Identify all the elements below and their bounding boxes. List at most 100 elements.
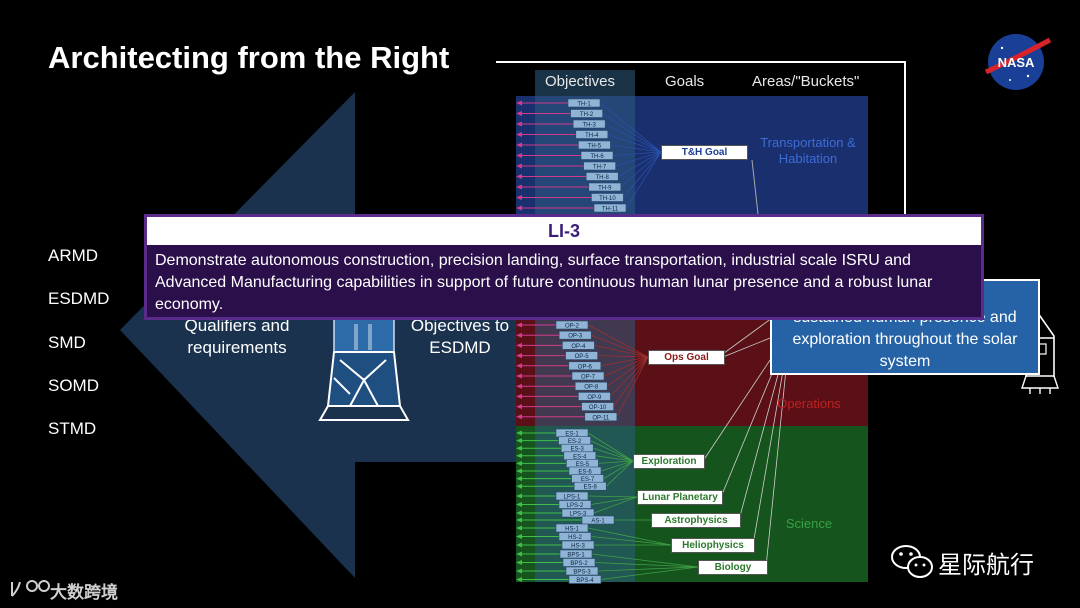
wechat-account-label: 星际航行 <box>938 552 1034 579</box>
objective-label: TH-6 <box>590 154 604 160</box>
objective-box <box>575 130 609 139</box>
goal-connector-line <box>597 355 649 358</box>
goal-connector-line <box>591 553 699 568</box>
objective-label: OP-2 <box>565 324 580 330</box>
objective-arrowhead <box>516 430 522 436</box>
column-header-areas: Areas/"Buckets" <box>752 73 860 90</box>
objective-label: OP-11 <box>592 415 610 421</box>
goal-connector-line <box>593 496 638 514</box>
objective-arrowhead <box>516 404 522 410</box>
goal-connector-line <box>587 495 638 498</box>
goal-connector-line <box>599 102 662 153</box>
objective-label: TH-7 <box>593 165 607 171</box>
objective-box <box>555 523 589 533</box>
dept-smd: SMD <box>48 333 86 352</box>
dept-esdmd: ESDMD <box>48 289 110 308</box>
objective-box <box>567 98 601 108</box>
goal-connector-line <box>620 151 662 188</box>
goal-connector-line <box>598 460 634 464</box>
objective-label: OP-7 <box>581 375 596 381</box>
objective-arrowhead <box>516 560 522 565</box>
slide-title: Architecting from the Right <box>48 40 450 75</box>
objective-arrowhead <box>516 153 522 158</box>
goal-lunar-planetary: Lunar Planetary <box>637 490 723 505</box>
goal-connector-line <box>593 447 634 462</box>
goal-connector-line <box>594 562 699 568</box>
objective-arrowhead <box>516 534 522 539</box>
goal-th: T&H Goal <box>661 145 748 160</box>
objective-box <box>578 392 611 401</box>
goal-connector-line <box>587 432 634 462</box>
goal-connector-line <box>591 334 649 358</box>
goal-connector-line <box>603 460 634 479</box>
popup-text: Demonstrate autonomous construction, pre… <box>155 252 933 313</box>
objective-arrowhead <box>516 142 522 148</box>
objective-arrowhead <box>516 353 522 359</box>
objective-arrowhead <box>516 121 522 127</box>
goal-connector-line <box>607 134 662 153</box>
nasa-logo <box>984 34 1052 90</box>
rocket-icon <box>318 317 410 421</box>
objective-box <box>558 500 592 509</box>
objective-arrowhead <box>516 383 522 389</box>
column-header-objectives: Objectives <box>545 73 616 90</box>
objective-box <box>588 182 622 192</box>
objective-box <box>584 412 618 422</box>
big-left-arrow <box>120 92 545 578</box>
nasa-logo-text: NASA <box>997 55 1035 70</box>
objective-box <box>562 341 595 350</box>
goal-connector-line <box>600 460 634 472</box>
dept-stmd: STMD <box>48 419 97 438</box>
objective-arrowhead <box>516 453 522 459</box>
goal-astrophysics: Astrophysics <box>651 513 741 528</box>
objective-label: TH-11 <box>602 207 619 213</box>
goal-connector-line <box>594 345 649 358</box>
area-label-science: Science <box>785 516 833 531</box>
objective-arrowhead <box>516 568 522 574</box>
objective-arrowhead <box>516 100 522 106</box>
objective-arrowhead <box>516 468 522 474</box>
objective-label: BPS-2 <box>570 561 588 567</box>
objective-arrowhead <box>516 438 522 444</box>
goal-connector-line <box>600 566 699 580</box>
area-label-transport: Transportation & Habitation <box>760 135 856 166</box>
objective-label: OP-10 <box>589 405 607 411</box>
objective-box <box>574 381 608 391</box>
objective-label: OP-8 <box>584 385 599 391</box>
goal-connector-line <box>625 151 662 209</box>
objective-label: OP-9 <box>587 395 602 401</box>
goal-connector-line <box>623 151 662 198</box>
objective-arrowhead <box>516 373 522 379</box>
watermark-source-label: 大数跨境 <box>50 583 118 602</box>
objective-label: TH-8 <box>596 175 610 181</box>
objective-box <box>571 371 605 381</box>
objective-arrowhead <box>516 205 522 211</box>
objective-box <box>555 320 589 330</box>
objective-box <box>593 203 627 213</box>
objective-box <box>565 351 598 360</box>
objective-label: TH-3 <box>583 123 597 129</box>
objective-label: HS-1 <box>565 527 579 533</box>
objective-label: ES-6 <box>578 470 592 476</box>
objective-box <box>568 575 602 584</box>
objective-arrowhead <box>516 322 522 328</box>
objective-label: TH-4 <box>585 133 599 139</box>
goal-connector-line <box>612 151 662 156</box>
goal-connector-line <box>597 566 699 572</box>
objective-label: ES-8 <box>584 485 598 491</box>
objective-label: TH-9 <box>598 186 612 192</box>
objective-arrowhead <box>516 493 522 499</box>
goal-connector-line <box>587 527 672 546</box>
objective-arrowhead <box>516 363 522 369</box>
goal-connector-line <box>616 356 649 417</box>
objective-label: HS-3 <box>571 544 585 550</box>
objective-arrowhead <box>516 132 522 137</box>
objective-label: ES-7 <box>581 477 595 483</box>
goal-connector-line <box>602 113 662 153</box>
objective-label: TH-2 <box>580 112 594 118</box>
objective-label: OP-3 <box>568 334 583 340</box>
objective-label: OP-4 <box>571 344 586 350</box>
goal-connector-line <box>618 151 662 177</box>
objective-label: LPS-1 <box>564 495 581 501</box>
objective-box <box>585 172 619 181</box>
